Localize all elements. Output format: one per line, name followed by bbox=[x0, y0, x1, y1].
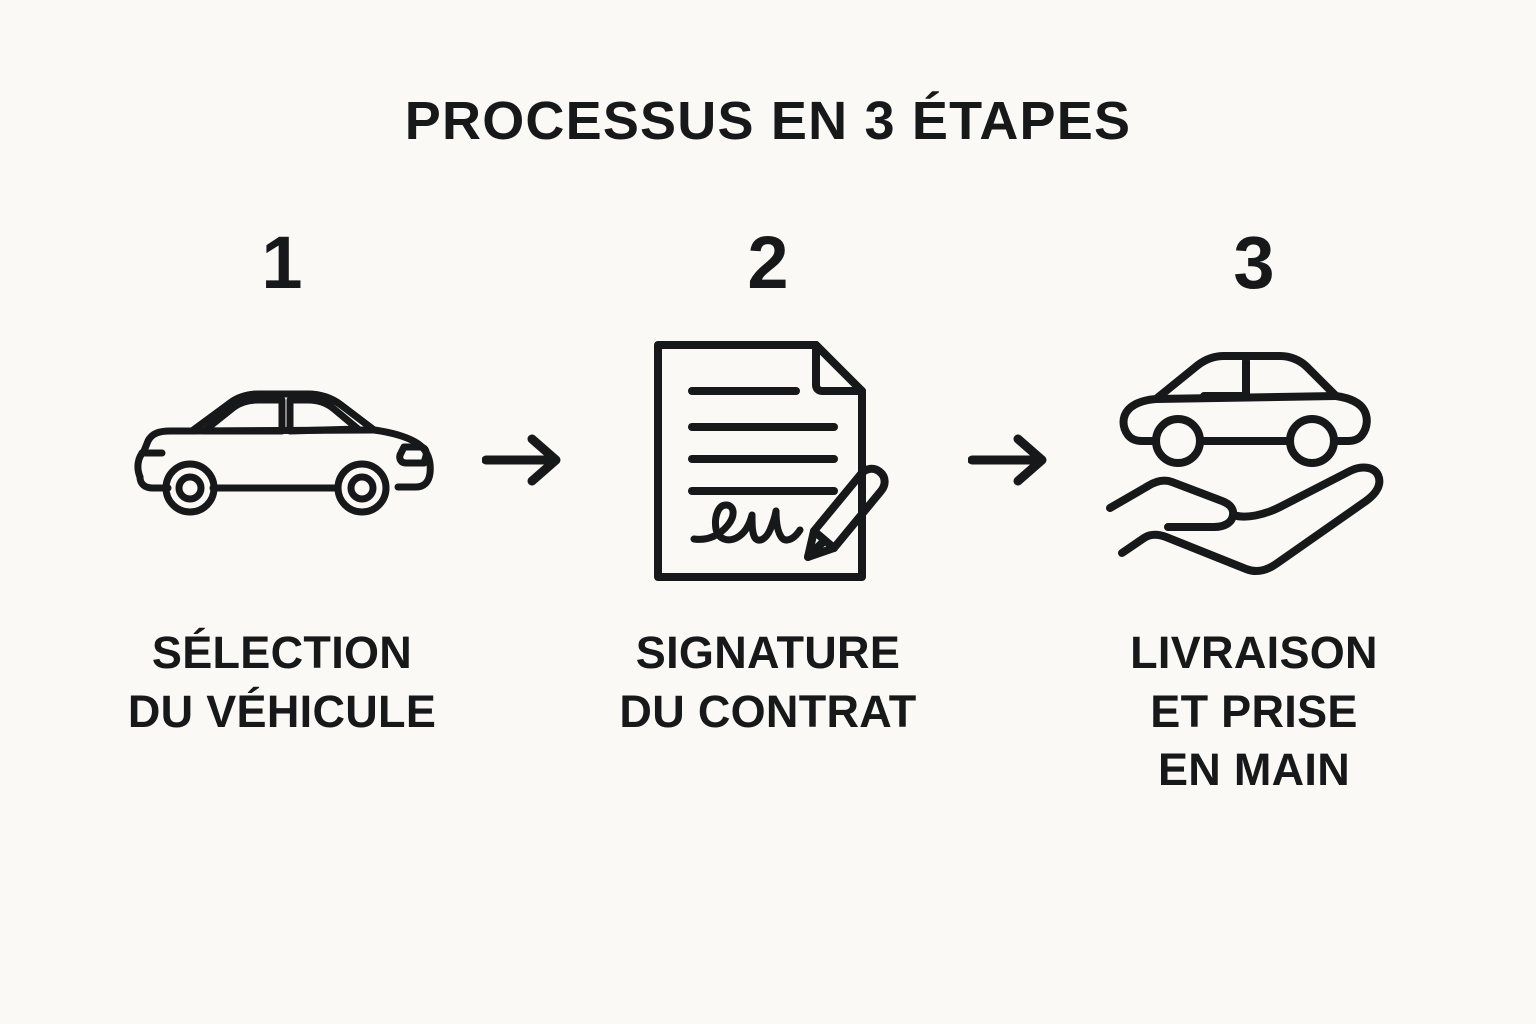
arrow-right-icon bbox=[968, 434, 1047, 486]
step-3-number: 3 bbox=[1233, 221, 1275, 304]
step-1: 1 bbox=[95, 226, 469, 741]
step-1-label: SÉLECTION DU VÉHICULE bbox=[127, 627, 437, 737]
step-3: 3 bbox=[1067, 226, 1441, 800]
step-1-icon-wrap bbox=[122, 326, 442, 596]
step-2: 2 bbox=[581, 226, 955, 741]
sedan-car-side-icon bbox=[134, 390, 434, 516]
step-2-number: 2 bbox=[747, 221, 789, 304]
connector-1 bbox=[469, 226, 581, 486]
signature-scribble bbox=[690, 501, 804, 544]
page-title: PROCESSUS EN 3 ÉTAPES bbox=[404, 91, 1132, 151]
hand-icon bbox=[1106, 463, 1384, 576]
step-1-number: 1 bbox=[261, 221, 303, 304]
steps-row: 1 bbox=[0, 226, 1536, 800]
step-3-icon-wrap bbox=[1094, 326, 1414, 596]
connector-2 bbox=[955, 226, 1067, 486]
step-2-icon-wrap bbox=[608, 326, 928, 596]
car-in-hand-icon bbox=[1106, 352, 1384, 576]
arrow-right-icon bbox=[482, 434, 561, 486]
step-3-label: LIVRAISON ET PRISE EN MAIN bbox=[1130, 627, 1378, 795]
car-icon bbox=[1119, 352, 1371, 467]
step-2-label: SIGNATURE DU CONTRAT bbox=[619, 627, 917, 737]
pen-icon bbox=[804, 464, 889, 561]
signed-document-pen-icon bbox=[654, 341, 889, 581]
